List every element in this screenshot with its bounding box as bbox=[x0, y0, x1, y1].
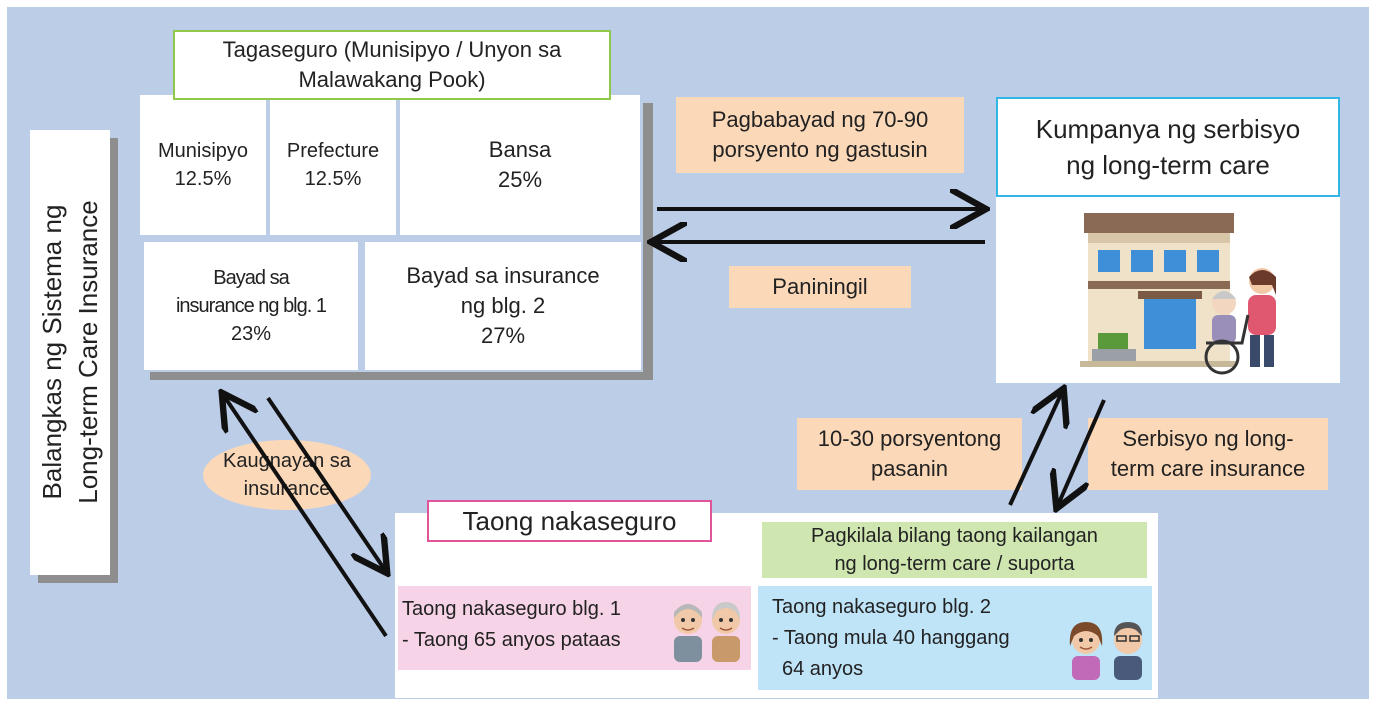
no2-line2: - Taong mula 40 hanggang bbox=[772, 627, 1010, 649]
service-label: Serbisyo ng long- term care insurance bbox=[1088, 418, 1328, 490]
insured-no1-box: Taong nakaseguro blg. 1 - Taong 65 anyos… bbox=[398, 586, 751, 670]
service-line1: Serbisyo ng long- bbox=[1122, 426, 1294, 451]
relation-label: Kaugnayan sa insurance bbox=[203, 440, 371, 510]
elderly-couple-icon bbox=[674, 602, 740, 662]
cell-label: Bansa bbox=[488, 137, 552, 162]
no1-line1: Taong nakaseguro blg. 1 bbox=[402, 598, 622, 620]
billing-label: Paniningil bbox=[729, 266, 911, 308]
payment-line2: porsyento ng gastusin bbox=[712, 137, 928, 162]
no2-line1: Taong nakaseguro blg. 2 bbox=[772, 596, 992, 618]
premium2-line2: ng blg. 2 bbox=[460, 293, 546, 318]
premium1-line2: insurance ng blg. 1 bbox=[175, 295, 327, 317]
burden-line1: 10-30 porsyentong bbox=[817, 426, 1002, 451]
insurer-title: Tagaseguro (Munisipyo / Unyon sa Malawak… bbox=[173, 30, 611, 100]
premium2-line1: Bayad sa insurance bbox=[406, 263, 600, 288]
recognition-line1: Pagkilala bilang taong kailangan bbox=[811, 525, 1098, 547]
company-box: Kumpanya ng serbisyo ng long-term care bbox=[996, 97, 1340, 383]
company-line2: ng long-term care bbox=[1066, 150, 1270, 180]
no2-line3: 64 anyos bbox=[782, 658, 864, 680]
caregiver-illustration bbox=[1204, 268, 1276, 375]
cell-value: 25% bbox=[497, 167, 543, 192]
burden-label: 10-30 porsyentong pasanin bbox=[797, 418, 1022, 490]
burden-line2: pasanin bbox=[870, 456, 949, 481]
side-title-box: Balangkas ng Sistema ng Long-term Care I… bbox=[30, 130, 110, 575]
billing-text: Paniningil bbox=[772, 274, 868, 299]
relation-line1: Kaugnayan sa bbox=[223, 450, 351, 472]
insurer-title-line1: Tagaseguro (Munisipyo / Unyon sa bbox=[222, 37, 562, 62]
insurance-arrow-down bbox=[266, 396, 385, 570]
service-arrow bbox=[1058, 399, 1106, 505]
middle-aged-couple-icon bbox=[1069, 622, 1142, 680]
cell-value: 12.5% bbox=[304, 168, 362, 190]
premium1-value: 23% bbox=[230, 323, 272, 345]
insured-title-text: Taong nakaseguro bbox=[462, 506, 677, 536]
service-line2: term care insurance bbox=[1110, 456, 1306, 481]
burden-arrow bbox=[1008, 392, 1062, 506]
company-line1: Kumpanya ng serbisyo bbox=[1035, 114, 1301, 144]
no1-line2: - Taong 65 anyos pataas bbox=[402, 629, 621, 651]
premium-no2-cell: Bayad sa insurance ng blg. 2 27% bbox=[365, 242, 641, 370]
recognition-line2: ng long-term care / suporta bbox=[834, 553, 1075, 575]
payment-line1: Pagbabayad ng 70-90 bbox=[711, 107, 929, 132]
insurance-arrow-up bbox=[224, 396, 388, 638]
insurer-title-line2: Malawakang Pook) bbox=[298, 67, 486, 92]
cell-value: 12.5% bbox=[174, 168, 232, 190]
insurer-cell-national: Bansa 25% bbox=[400, 95, 640, 235]
premium2-value: 27% bbox=[480, 323, 526, 348]
building-illustration bbox=[1080, 213, 1236, 367]
insured-no2-box: Taong nakaseguro blg. 2 - Taong mula 40 … bbox=[758, 586, 1152, 690]
payment-label: Pagbabayad ng 70-90 porsyento ng gastusi… bbox=[676, 97, 964, 173]
cell-label: Munisipyo bbox=[157, 140, 249, 162]
premium-no1-cell: Bayad sa insurance ng blg. 1 23% bbox=[144, 242, 358, 370]
insurer-cell-prefecture: Prefecture 12.5% bbox=[270, 95, 396, 235]
insured-title: Taong nakaseguro bbox=[427, 500, 712, 542]
recognition-label: Pagkilala bilang taong kailangan ng long… bbox=[762, 522, 1147, 578]
cell-label: Prefecture bbox=[286, 140, 380, 162]
insurer-cell-municipality: Munisipyo 12.5% bbox=[140, 95, 266, 235]
company-title: Kumpanya ng serbisyo ng long-term care bbox=[996, 97, 1340, 197]
premium1-line1: Bayad sa bbox=[213, 267, 289, 289]
